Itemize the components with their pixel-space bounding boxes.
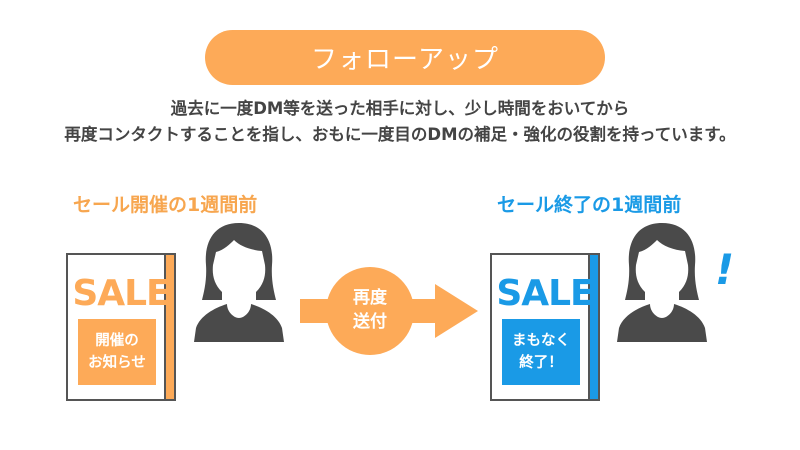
right-flyer-spine — [588, 255, 598, 399]
left-flyer-label: 開催の お知らせ — [78, 319, 156, 385]
description: 過去に一度DM等を送った相手に対し、少し時間をおいてから 再度コンタクトすること… — [0, 96, 800, 148]
left-label-line-2: お知らせ — [88, 355, 146, 371]
resend-line-1: 再度 — [353, 288, 387, 308]
resend-line-2: 送付 — [353, 312, 387, 332]
arrow-right-icon — [300, 267, 478, 355]
left-label-line-1: 開催の — [95, 333, 139, 349]
resend-label: 再度 送付 — [327, 286, 413, 334]
description-line-2: 再度コンタクトすることを指し、おもに一度目のDMの補足・強化の役割を持っています… — [64, 125, 736, 144]
woman-avatar-icon — [617, 223, 707, 342]
woman-avatar-icon — [194, 223, 284, 342]
right-sale-title: SALE — [496, 273, 594, 314]
left-heading: セール開催の1週間前 — [73, 194, 258, 216]
description-line-1: 過去に一度DM等を送った相手に対し、少し時間をおいてから — [170, 99, 630, 118]
exclamation-icon: ! — [715, 245, 735, 294]
title-pill: フォローアップ — [205, 30, 605, 85]
right-label-line-1: まもなく — [512, 333, 570, 349]
left-sale-title: SALE — [72, 273, 170, 314]
right-label-line-2: 終了！ — [519, 355, 563, 371]
left-sale-flyer: SALE 開催の お知らせ — [66, 253, 176, 401]
left-flyer-spine — [164, 255, 174, 399]
right-heading: セール終了の1週間前 — [497, 194, 682, 216]
right-flyer-label: まもなく 終了！ — [502, 319, 580, 385]
page-title: フォローアップ — [311, 45, 499, 75]
right-sale-flyer: SALE まもなく 終了！ — [490, 253, 600, 401]
